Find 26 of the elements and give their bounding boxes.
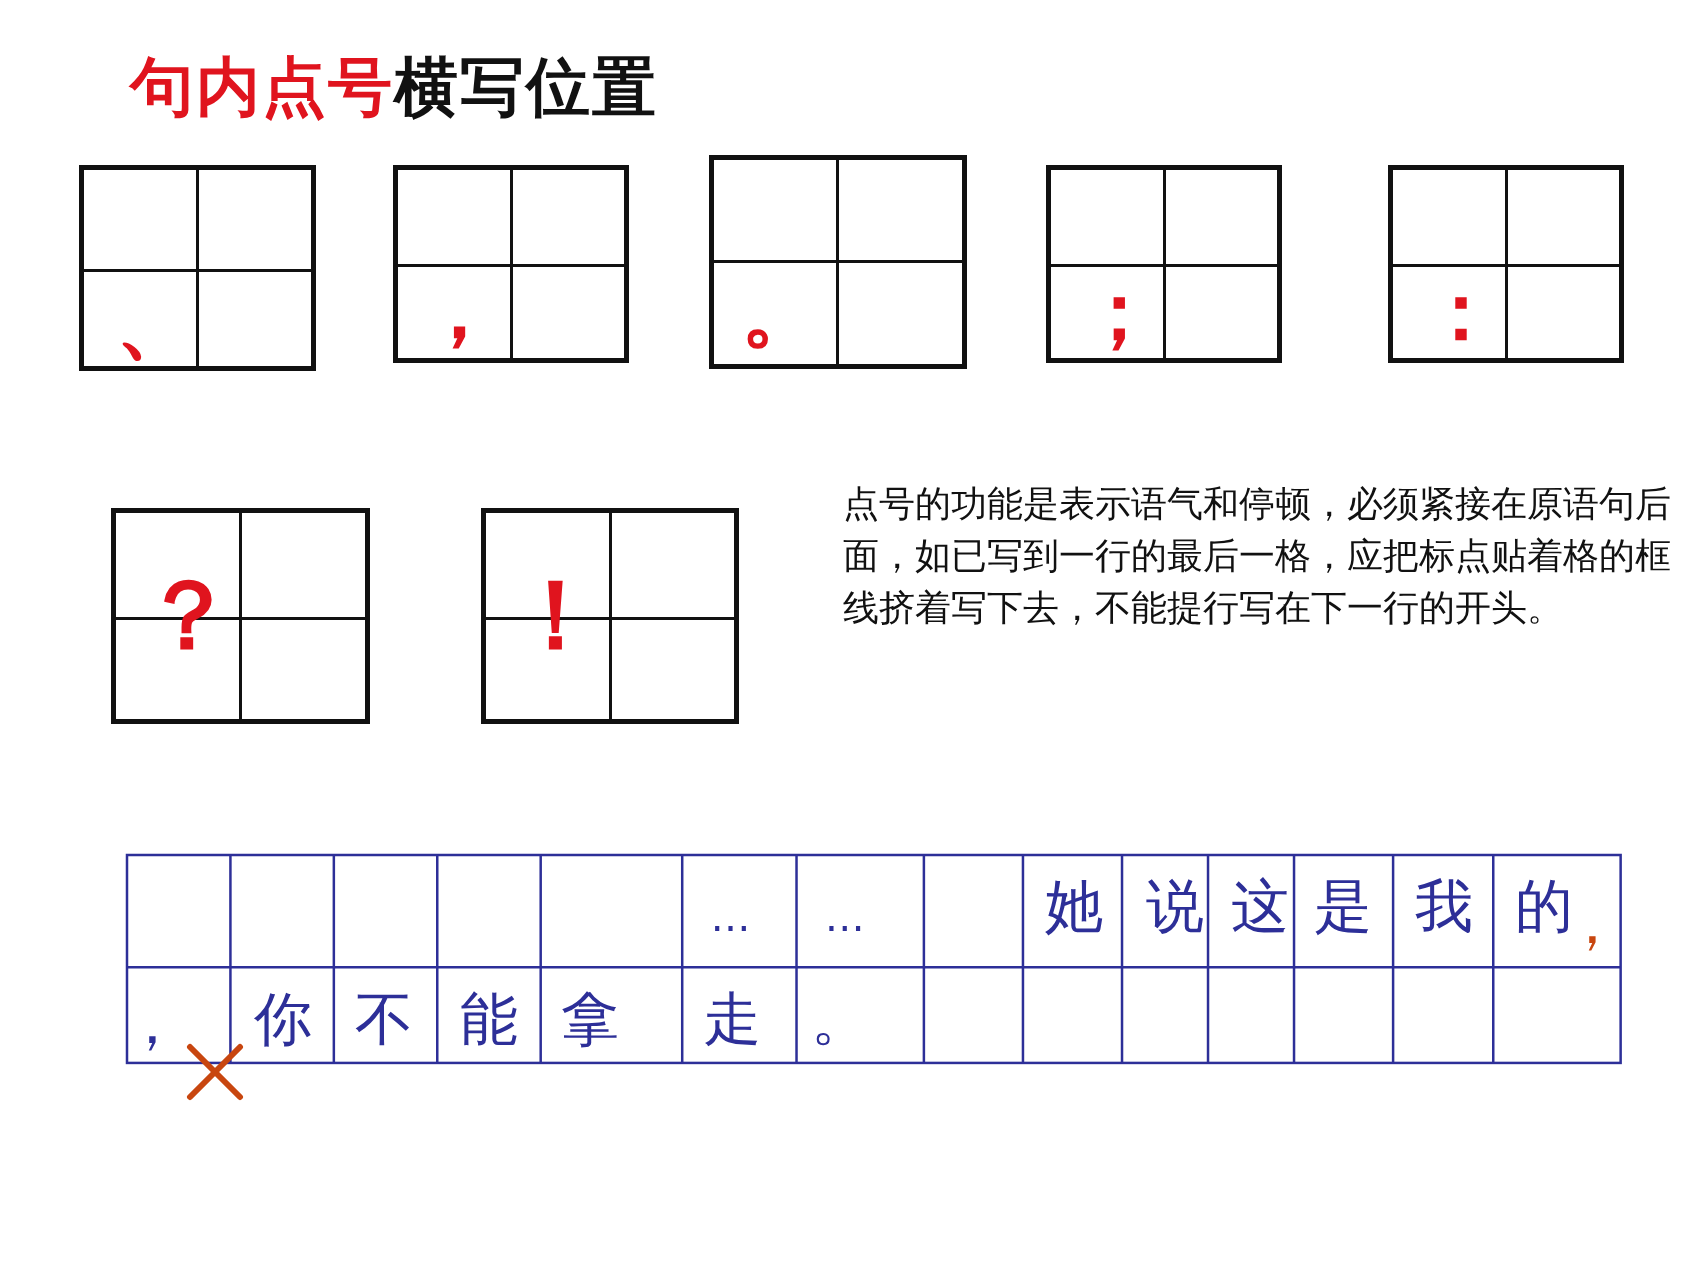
grid-character: 我 [1414,876,1473,935]
grid-character: 能 [459,989,518,1048]
grid-character: 不 [355,989,414,1048]
punctuation-mark: ； [1078,272,1159,352]
punctuation-mark: ： [1420,272,1501,352]
grid-character: ， [123,994,182,1053]
punctuation-mark: ， [418,269,499,350]
grid-character: 是 [1314,876,1373,935]
punctuation-mark: 、 [116,282,197,363]
grid-character: 这 [1230,876,1289,935]
punctuation-grid-box [1046,165,1283,363]
punctuation-grid-box [79,165,316,372]
grid-character: 她 [1045,876,1104,935]
punctuation-grid-box [393,165,630,363]
grid-character: 走 [702,989,761,1048]
punctuation-mark: 。 [741,272,822,352]
grid-character: 说 [1145,876,1204,935]
grid-character: 你 [254,989,313,1048]
punctuation-grid-box [1388,165,1625,363]
grid-character: 拿 [561,989,620,1048]
explanation-paragraph: 点号的功能是表示语气和停顿，必须紧接在原语句后面，如已写到一行的最后一格，应把标点贴着格的框线挤着写下去，不能提行写在下一行的开头。 [843,482,1672,630]
grid-character: … [710,896,751,937]
grid-character: 。 [811,989,870,1048]
grid-character: … [824,896,865,937]
title: 句内点号横写位置 [130,49,658,126]
punctuation-grid-box [708,154,967,370]
